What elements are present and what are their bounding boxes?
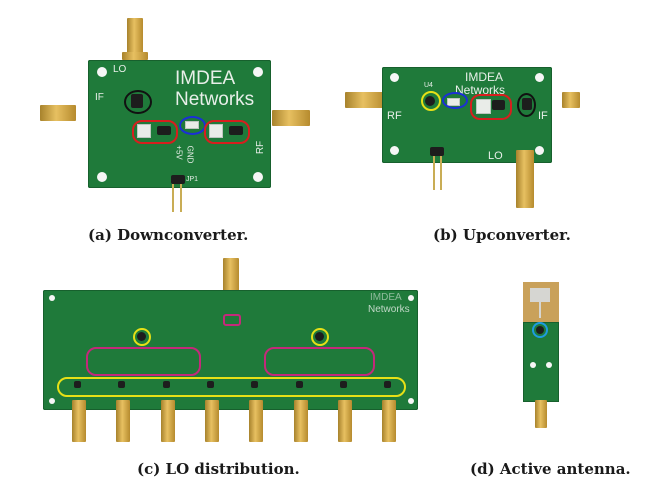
panel-upconverter: IMDEA Networks RF IF LO U4 (b) Upconvert… bbox=[330, 0, 660, 250]
lo-sma-connector bbox=[127, 18, 143, 58]
black-highlight-ring bbox=[517, 93, 536, 117]
brand-line-2: Networks bbox=[175, 89, 255, 110]
header-pin bbox=[172, 184, 174, 212]
lo-input-sma bbox=[223, 258, 239, 296]
lo-output-sma-connector bbox=[72, 400, 86, 442]
blue-highlight-ring bbox=[442, 92, 468, 109]
mount-hole bbox=[546, 362, 552, 368]
caption-a: (a) Downconverter. bbox=[88, 226, 249, 244]
if-label: IF bbox=[538, 110, 548, 122]
mount-hole bbox=[535, 146, 544, 155]
brand-line-2: Networks bbox=[368, 304, 410, 315]
mount-hole bbox=[253, 172, 263, 182]
output-amp-chip bbox=[384, 381, 392, 388]
output-amp-chip bbox=[162, 381, 170, 388]
lo-output-sma-connector bbox=[116, 400, 131, 442]
caption-d: (d) Active antenna. bbox=[470, 460, 631, 478]
lo-label: LO bbox=[113, 64, 127, 75]
output-amp-chip bbox=[295, 381, 303, 388]
red-highlight-left bbox=[132, 120, 178, 144]
mount-hole bbox=[530, 362, 536, 368]
brand-line-1: IMDEA bbox=[370, 292, 402, 303]
lo-output-sma-connector bbox=[160, 400, 175, 442]
gnd-label: GND bbox=[185, 145, 195, 164]
lo-label: LO bbox=[488, 150, 503, 162]
yellow-highlight-right bbox=[311, 328, 329, 346]
mount-hole bbox=[408, 398, 414, 404]
mount-hole bbox=[390, 73, 399, 82]
output-amp-chip bbox=[206, 381, 214, 388]
panel-downconverter: IMDEA Networks LO IF RF +5V GND JP1 (a) … bbox=[0, 0, 330, 250]
lo-output-sma-connector bbox=[204, 400, 219, 442]
header-pin bbox=[433, 156, 435, 190]
header-pin bbox=[180, 184, 182, 212]
amp-chip bbox=[492, 100, 505, 110]
lo-output-sma-connector bbox=[249, 400, 264, 442]
red-highlight bbox=[470, 94, 512, 120]
caption-b: (b) Upconverter. bbox=[433, 226, 571, 244]
lo-output-sma-connector bbox=[382, 400, 397, 442]
mount-hole bbox=[253, 67, 263, 77]
mount-hole bbox=[97, 67, 107, 77]
header-pins bbox=[430, 147, 444, 156]
rf-label: RF bbox=[387, 110, 402, 122]
rf-sma-connector bbox=[345, 92, 385, 108]
lo-sma-base bbox=[122, 52, 148, 60]
amp-chip-left bbox=[157, 126, 171, 135]
lo-sma-connector bbox=[516, 150, 534, 208]
feed-line bbox=[539, 302, 541, 318]
output-amp-chip bbox=[251, 381, 259, 388]
output-amp-chip bbox=[339, 381, 347, 388]
mount-hole bbox=[49, 295, 55, 301]
antenna-sma-connector bbox=[535, 400, 547, 428]
if-sma-connector bbox=[40, 105, 76, 121]
mount-hole bbox=[49, 398, 55, 404]
magenta-highlight-top bbox=[223, 314, 241, 326]
caption-c: (c) LO distribution. bbox=[137, 460, 300, 478]
magenta-highlight-right bbox=[264, 347, 375, 376]
header-pin bbox=[440, 156, 442, 190]
panel-active-antenna: (d) Active antenna. bbox=[470, 250, 660, 500]
red-highlight-right bbox=[204, 120, 250, 144]
brand-line-1: IMDEA bbox=[175, 68, 236, 89]
black-highlight-ring bbox=[124, 90, 152, 114]
cyan-highlight-ring bbox=[532, 322, 548, 338]
output-amp-chip bbox=[74, 381, 81, 388]
lo-output-sma-connector bbox=[337, 400, 352, 442]
yellow-highlight-output-row bbox=[57, 377, 406, 397]
mount-hole bbox=[408, 295, 414, 301]
panel-lo-distribution: IMDEA Networks (c) LO distribution. bbox=[0, 250, 470, 500]
lo-output-sma-connector bbox=[293, 400, 308, 442]
yellow-highlight-left bbox=[133, 328, 151, 346]
power-label: +5V bbox=[174, 145, 184, 160]
brand-line-2: Networks bbox=[455, 83, 506, 97]
rf-sma-connector bbox=[272, 110, 310, 126]
magenta-highlight-left bbox=[86, 347, 201, 376]
rf-label: RF bbox=[255, 140, 267, 155]
u4-label: U4 bbox=[424, 82, 433, 89]
mount-hole bbox=[535, 73, 544, 82]
mount-hole bbox=[390, 146, 399, 155]
header-jp1 bbox=[171, 175, 185, 184]
if-sma-connector bbox=[562, 92, 580, 108]
lo-distribution-board bbox=[43, 290, 418, 410]
brand-line-1: IMDEA bbox=[465, 70, 504, 84]
amp-chip-right bbox=[229, 126, 243, 135]
header-label: JP1 bbox=[186, 176, 199, 183]
patch-element bbox=[530, 288, 550, 302]
output-amp-chip bbox=[118, 381, 126, 388]
if-label: IF bbox=[95, 92, 104, 103]
blue-highlight-ring bbox=[179, 116, 206, 135]
yellow-highlight-ring bbox=[421, 91, 441, 111]
mount-hole bbox=[97, 172, 107, 182]
